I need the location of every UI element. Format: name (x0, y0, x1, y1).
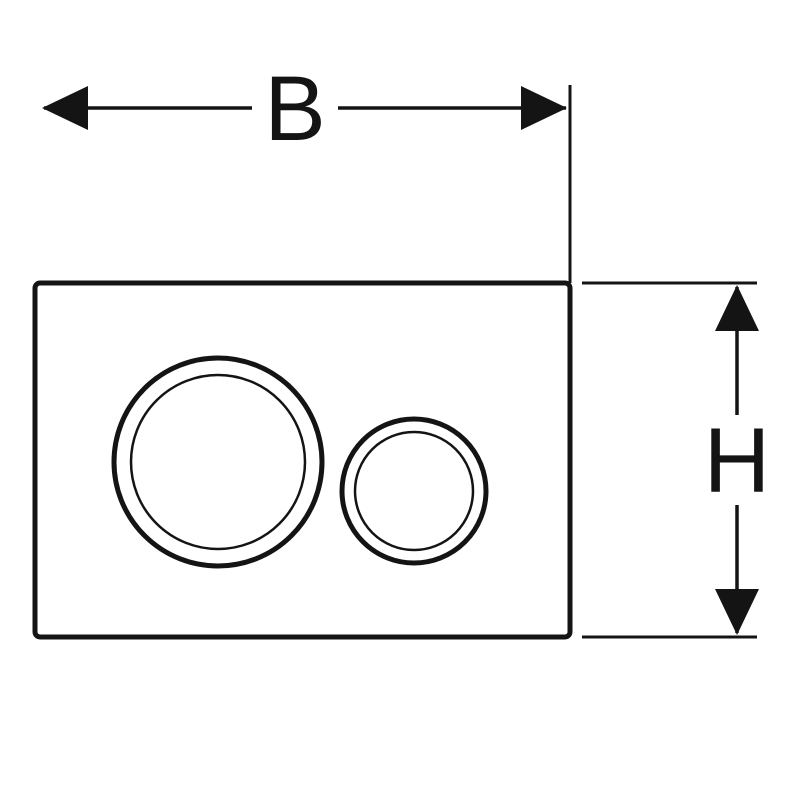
large-button-outer-ring (111, 355, 325, 569)
height-dimension-label: H (704, 410, 770, 512)
flush-plate (32, 280, 573, 640)
arrowhead-up-icon (715, 285, 759, 331)
arrowhead-left-icon (42, 86, 88, 130)
arrowhead-down-icon (715, 589, 759, 635)
small-button-outer-ring (339, 416, 489, 566)
large-button-inner-ring (129, 373, 307, 551)
width-dimension: B (42, 58, 572, 283)
height-dimension: H (582, 281, 770, 639)
plate-outline (32, 280, 573, 640)
width-dimension-label: B (264, 58, 325, 160)
small-button-inner-ring (353, 430, 475, 552)
arrowhead-right-icon (521, 86, 567, 130)
